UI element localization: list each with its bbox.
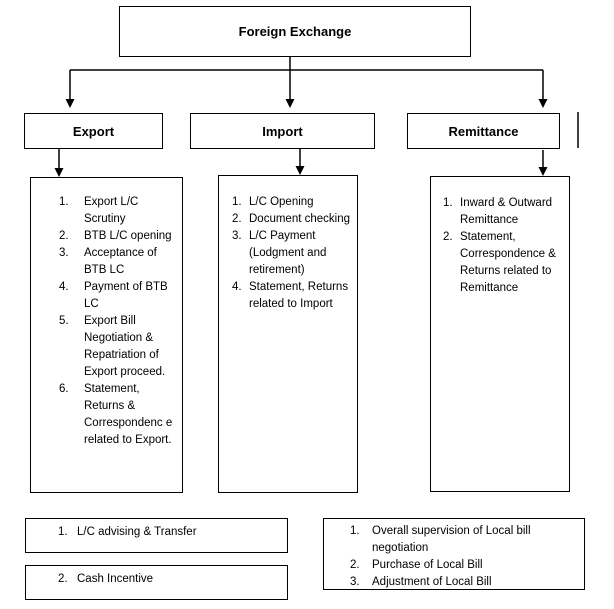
list-number: 4. xyxy=(59,281,69,293)
list-text: Cash Incentive xyxy=(77,573,154,585)
arrowhead-icon xyxy=(65,99,75,108)
list-number: 6. xyxy=(59,383,69,395)
import-task-item: 1. L/C Opening xyxy=(232,194,353,211)
branch-node-import: Import xyxy=(190,113,375,149)
list-text: Statement, Returns & Correspondenc e rel… xyxy=(84,383,173,446)
remittance-tasks-box: 1. Inward & Outward Remittance 2. Statem… xyxy=(430,176,570,492)
import-task-item: 2. Document checking xyxy=(232,211,353,228)
local-bill-item: 1. Overall supervision of Local bill neg… xyxy=(350,523,578,557)
root-connector-lines xyxy=(70,57,543,71)
list-number: 1. xyxy=(350,525,360,537)
list-number: 2. xyxy=(350,559,360,571)
arrow-to-export xyxy=(65,70,75,108)
import-tasks-box: 1. L/C Opening 2. Document checking 3. L… xyxy=(218,175,358,493)
list-text: Export Bill Negotiation & Repatriation o… xyxy=(84,315,166,378)
local-bill-item: 2. Purchase of Local Bill xyxy=(350,557,578,574)
lc-advising-transfer-box: 1. L/C advising & Transfer xyxy=(25,518,288,553)
branch-import-label: Import xyxy=(262,123,303,139)
arrowhead-icon xyxy=(285,99,295,108)
list-number: 3. xyxy=(59,247,69,259)
list-number: 1. xyxy=(443,197,453,209)
list-text: BTB L/C opening xyxy=(84,230,172,242)
branch-export-label: Export xyxy=(72,123,115,139)
arrow-remittance-to-tasks xyxy=(538,150,548,176)
footer-item: 2. Cash Incentive xyxy=(58,571,283,588)
footer-item: 1. L/C advising & Transfer xyxy=(58,524,283,541)
list-number: 1. xyxy=(58,526,68,538)
list-text: Document checking xyxy=(249,213,350,225)
list-number: 2. xyxy=(232,213,242,225)
list-text: Inward & Outward Remittance xyxy=(460,197,553,226)
list-number: 4. xyxy=(232,281,242,293)
list-text: L/C advising & Transfer xyxy=(77,526,197,538)
export-tasks-box: 1. Export L/C Scrutiny 2. BTB L/C openin… xyxy=(30,177,183,493)
list-text: L/C Payment (Lodgment and retirement) xyxy=(249,230,327,276)
list-text: Statement, Correspondence & Returns rela… xyxy=(460,231,556,294)
export-task-item: 1. Export L/C Scrutiny xyxy=(59,194,178,228)
local-bill-item: 3. Adjustment of Local Bill xyxy=(350,574,578,591)
arrowhead-icon xyxy=(295,166,305,175)
branch-node-export: Export xyxy=(24,113,163,149)
list-text: Adjustment of Local Bill xyxy=(372,576,492,588)
list-text: Purchase of Local Bill xyxy=(372,559,483,571)
cash-incentive-box: 2. Cash Incentive xyxy=(25,565,288,600)
arrowhead-icon xyxy=(538,167,548,176)
list-text: L/C Opening xyxy=(249,196,314,208)
import-task-item: 4. Statement, Returns related to Import xyxy=(232,279,353,313)
export-task-item: 4. Payment of BTB LC xyxy=(59,279,178,313)
list-number: 5. xyxy=(59,315,69,327)
list-number: 2. xyxy=(443,231,453,243)
arrowhead-icon xyxy=(538,99,548,108)
root-node-foreign-exchange: Foreign Exchange xyxy=(119,6,471,57)
list-text: Payment of BTB LC xyxy=(84,281,168,310)
list-number: 2. xyxy=(59,230,69,242)
arrow-to-import xyxy=(285,70,295,108)
arrowhead-icon xyxy=(54,168,64,177)
list-text: Export L/C Scrutiny xyxy=(84,196,139,225)
export-task-item: 6. Statement, Returns & Correspondenc e … xyxy=(59,381,178,449)
export-task-item: 3. Acceptance of BTB LC xyxy=(59,245,178,279)
list-number: 2. xyxy=(58,573,68,585)
branch-remittance-label: Remittance xyxy=(448,123,519,139)
arrow-to-remittance xyxy=(538,70,548,108)
remittance-task-item: 1. Inward & Outward Remittance xyxy=(443,195,565,229)
list-number: 3. xyxy=(232,230,242,242)
arrow-export-to-tasks xyxy=(54,149,64,177)
arrow-import-to-tasks xyxy=(295,149,305,175)
import-task-item: 3. L/C Payment (Lodgment and retirement) xyxy=(232,228,353,279)
list-text: Statement, Returns related to Import xyxy=(249,281,349,310)
list-number: 3. xyxy=(350,576,360,588)
export-task-item: 2. BTB L/C opening xyxy=(59,228,178,245)
remittance-task-item: 2. Statement, Correspondence & Returns r… xyxy=(443,229,565,297)
root-node-label: Foreign Exchange xyxy=(238,24,352,39)
list-text: Overall supervision of Local bill negoti… xyxy=(372,525,531,554)
list-number: 1. xyxy=(232,196,242,208)
list-text: Acceptance of BTB LC xyxy=(84,247,157,276)
branch-node-remittance: Remittance xyxy=(407,113,560,149)
local-bill-box: 1. Overall supervision of Local bill neg… xyxy=(323,518,585,590)
export-task-item: 5. Export Bill Negotiation & Repatriatio… xyxy=(59,313,178,381)
list-number: 1. xyxy=(59,196,69,208)
